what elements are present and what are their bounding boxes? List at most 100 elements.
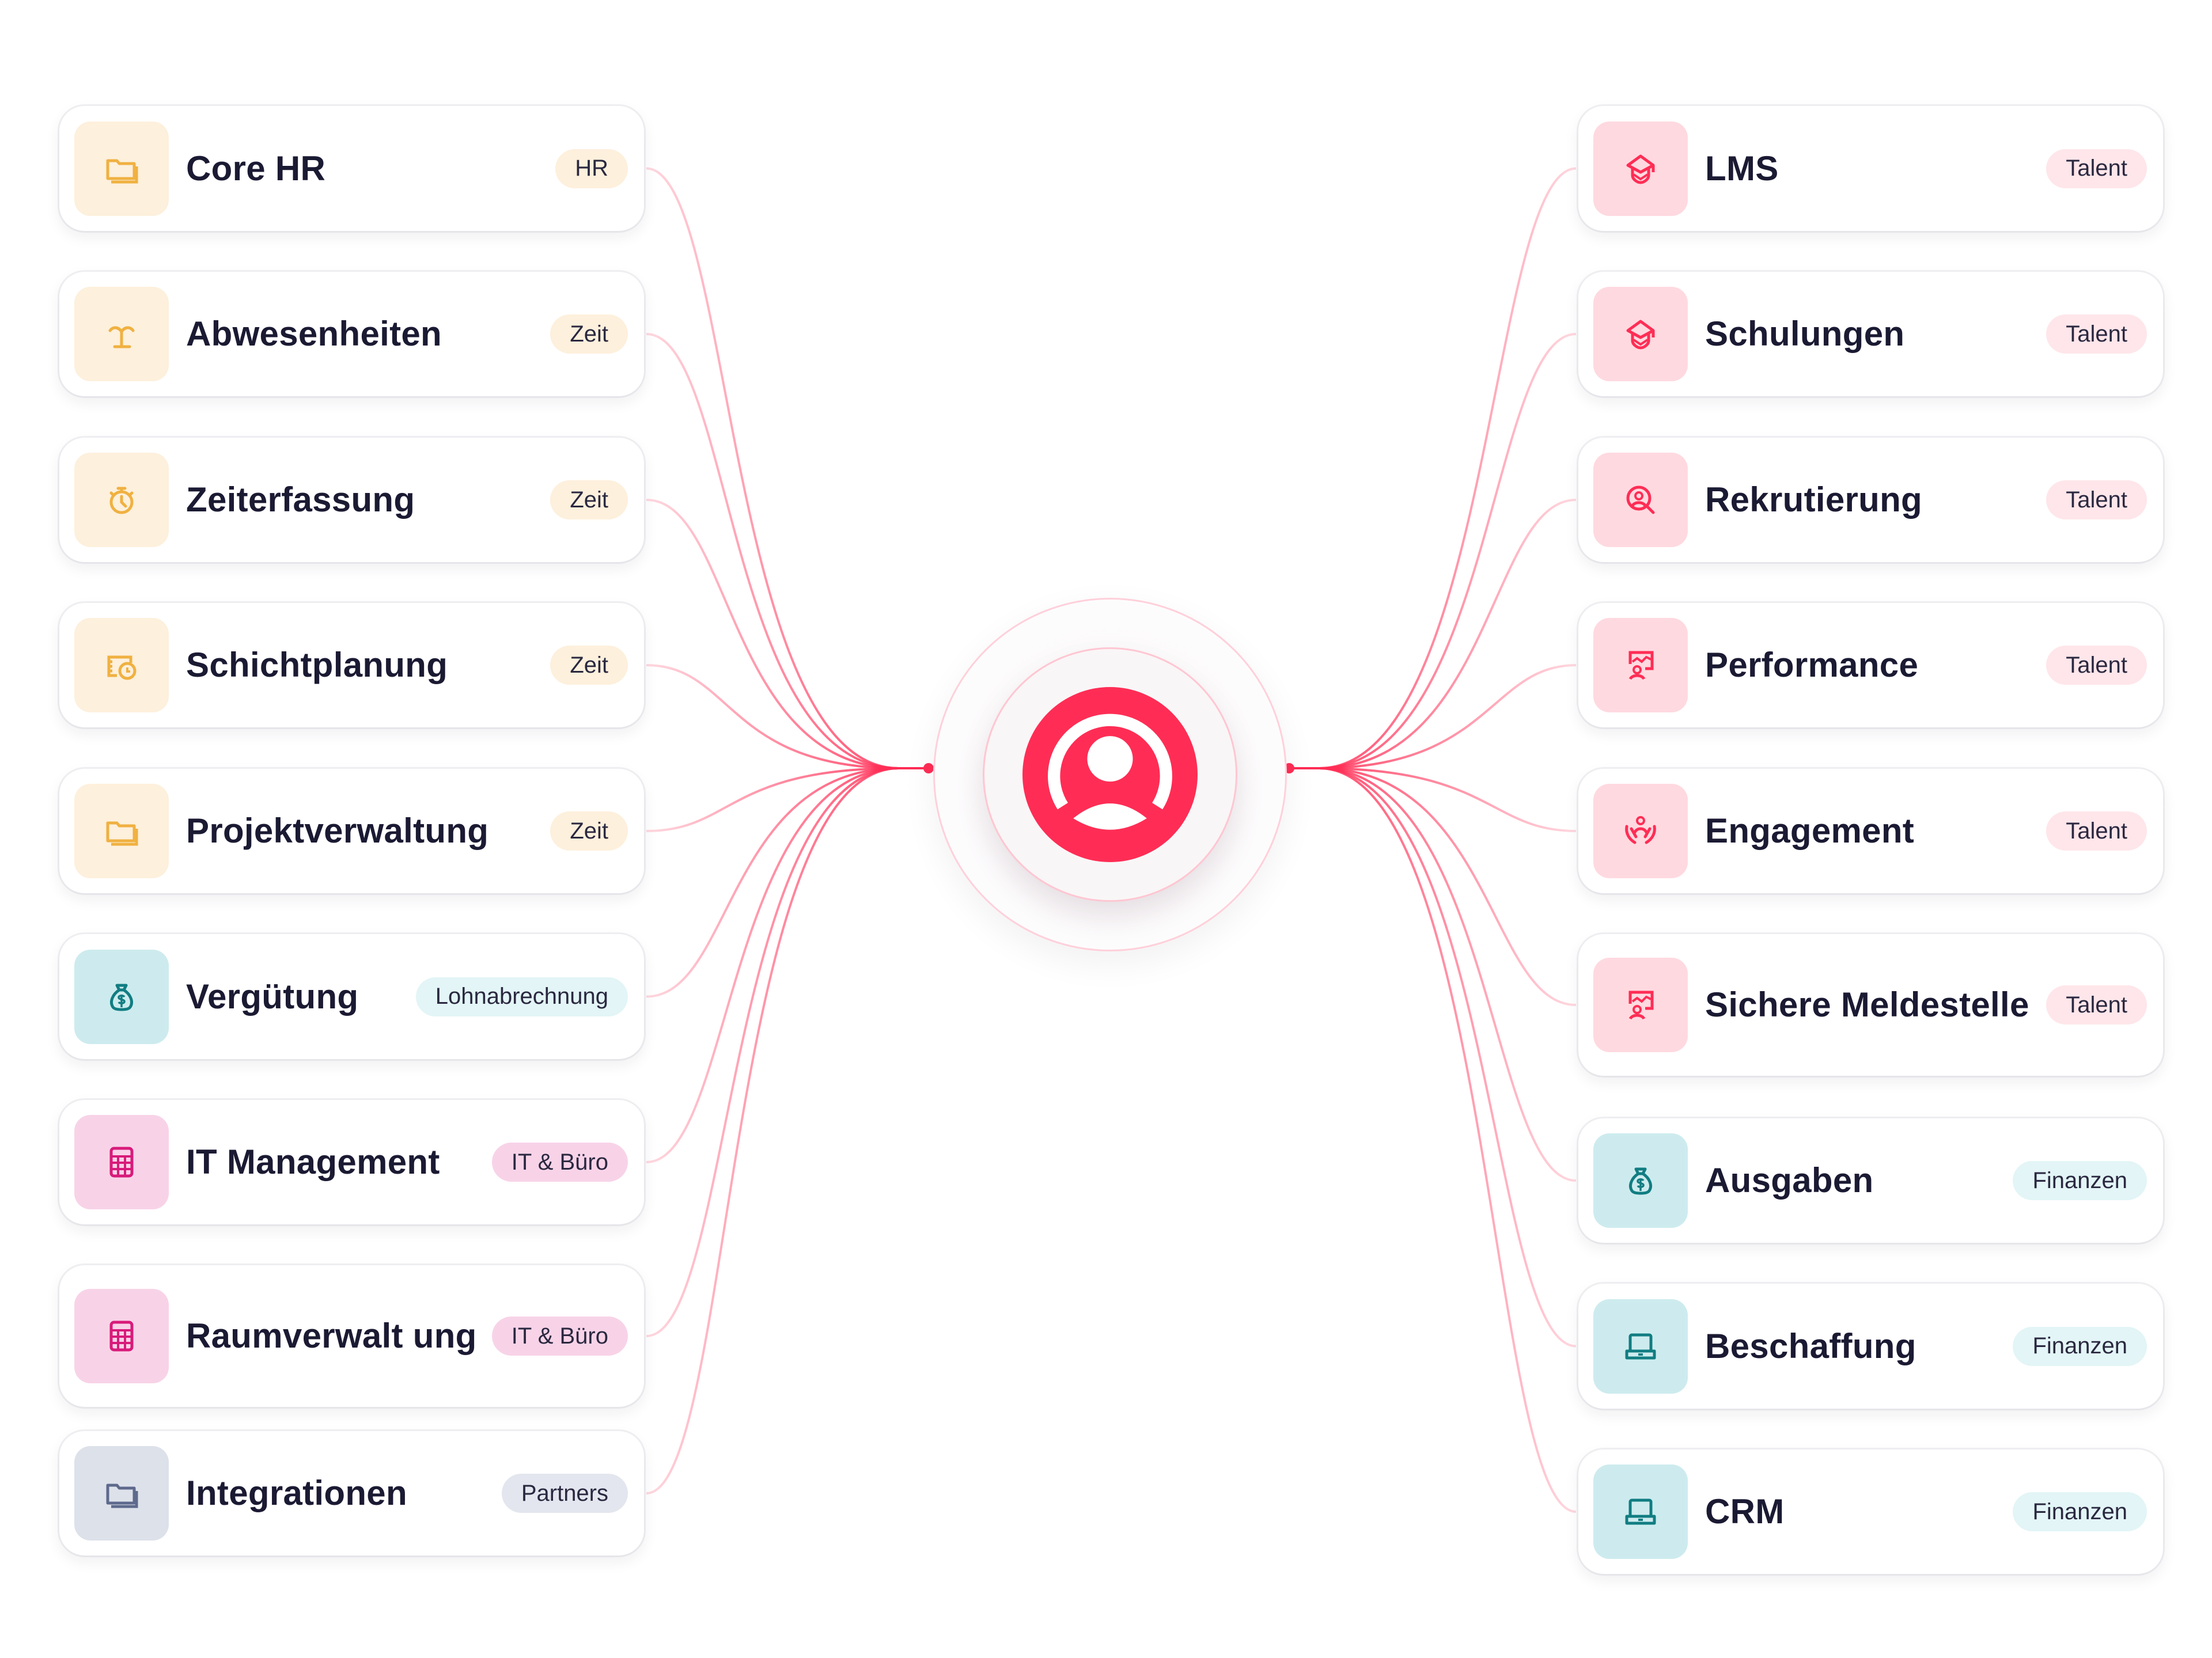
module-title: Engagement [1705,811,1915,850]
module-card-beschaffung[interactable]: Beschaffung Finanzen [1578,1284,2163,1409]
module-title: Raumverwalt ung [186,1316,477,1355]
module-icon-box [1593,287,1688,381]
category-tag: Talent [2046,811,2147,851]
connector-line [646,333,929,769]
module-card-vergütung[interactable]: Vergütung Lohnabrechnung [59,934,644,1059]
connector-line [1289,767,1577,832]
category-tag: Zeit [550,811,628,851]
module-title: Integrationen [186,1474,407,1512]
module-card-it-management[interactable]: IT Management IT & Büro [59,1100,644,1224]
graduation-cap-icon [1626,320,1655,350]
presentation-user-icon [1628,651,1654,680]
module-title: LMS [1705,149,1779,188]
laptop-icon [1625,1333,1656,1359]
module-card-engagement[interactable]: Engagement Talent [1578,769,2163,893]
module-icon-box [1593,121,1688,216]
module-card-performance[interactable]: Performance Talent [1578,603,2163,727]
module-card-schulungen[interactable]: Schulungen Talent [1578,272,2163,396]
money-bag-icon [110,984,133,1011]
module-card-core-hr[interactable]: Core HR HR [59,106,644,231]
module-card-zeiterfassung[interactable]: Zeiterfassung Zeit [59,438,644,562]
folder-icon [106,821,138,846]
module-icon-box [74,121,169,216]
module-card-abwesenheiten[interactable]: Abwesenheiten Zeit [59,272,644,396]
module-title: Beschaffung [1705,1326,1916,1365]
connector-line [646,767,929,1337]
connector-line [1289,767,1577,1006]
stopwatch-icon [109,487,134,514]
connector-line [1289,767,1577,1513]
module-title: IT Management [186,1143,440,1181]
module-icon-box [1593,1299,1688,1394]
module-title: Vergütung [186,977,359,1016]
module-icon-box [74,1289,169,1383]
category-tag: HR [555,149,628,188]
module-icon-box [74,618,169,712]
connector-line [646,167,929,769]
category-tag: Lohnabrechnung [415,977,628,1016]
module-title: Sichere Meldestelle [1705,985,2029,1024]
module-icon-box [74,784,169,878]
module-title: Abwesenheiten [186,314,442,353]
palm-tree-icon [108,326,135,348]
folder-icon [106,159,138,183]
hands-user-icon [1625,816,1656,844]
category-tag: Finanzen [2013,1161,2147,1200]
module-title: Performance [1705,646,1919,684]
module-title: Rekrutierung [1705,480,1922,519]
laptop-icon [1625,1498,1656,1525]
module-title: Core HR [186,149,326,188]
module-title: Ausgaben [1705,1161,1874,1200]
category-tag: Talent [2046,149,2147,188]
category-tag: Zeit [550,480,628,519]
module-card-integrationen[interactable]: Integrationen Partners [59,1431,644,1555]
module-card-schichtplanung[interactable]: Schichtplanung Zeit [59,603,644,727]
schedule-clock-icon [107,655,137,680]
graduation-cap-icon [1626,154,1655,184]
module-icon-box [1593,453,1688,547]
category-tag: Talent [2046,646,2147,685]
category-tag: Talent [2046,480,2147,519]
module-icon-box [74,287,169,381]
user-search-icon [1626,485,1655,514]
module-icon-box [74,453,169,547]
money-bag-icon [1629,1167,1652,1195]
category-tag: Partners [501,1474,628,1513]
category-tag: Zeit [550,314,628,354]
connector-line [646,767,929,832]
connector-line [1289,664,1577,769]
module-card-sichere-meldestelle[interactable]: Sichere Meldestelle Talent [1578,934,2163,1076]
category-tag: Talent [2046,985,2147,1025]
module-card-ausgaben[interactable]: Ausgaben Finanzen [1578,1118,2163,1243]
user-circle-logo-icon [1022,687,1198,862]
category-tag: IT & Büro [491,1316,628,1356]
category-tag: IT & Büro [491,1143,628,1182]
category-tag: Talent [2046,314,2147,354]
presentation-user-icon [1628,991,1654,1020]
module-icon-box [74,949,169,1044]
module-title: Zeiterfassung [186,480,415,519]
module-icon-box [1593,958,1688,1052]
connector-line [1289,167,1577,769]
connector-line [646,767,929,1163]
category-tag: Finanzen [2013,1492,2147,1531]
connector-line [646,664,929,769]
left-junction-dot [923,763,934,773]
category-tag: Finanzen [2013,1326,2147,1366]
module-icon-box [1593,1133,1688,1228]
module-title: Schulungen [1705,314,1905,353]
connector-line [1289,333,1577,769]
module-card-raumverwalt-ung[interactable]: Raumverwalt ung IT & Büro [59,1265,644,1407]
module-title: Schichtplanung [186,646,448,684]
module-title: CRM [1705,1492,1785,1531]
module-card-lms[interactable]: LMS Talent [1578,106,2163,231]
connector-line [1289,767,1577,1348]
module-card-crm[interactable]: CRM Finanzen [1578,1450,2163,1574]
calculator-icon [109,1321,134,1352]
module-icon-box [1593,1464,1688,1559]
module-icon-box [74,1115,169,1209]
module-card-rekrutierung[interactable]: Rekrutierung Talent [1578,438,2163,562]
category-tag: Zeit [550,646,628,685]
